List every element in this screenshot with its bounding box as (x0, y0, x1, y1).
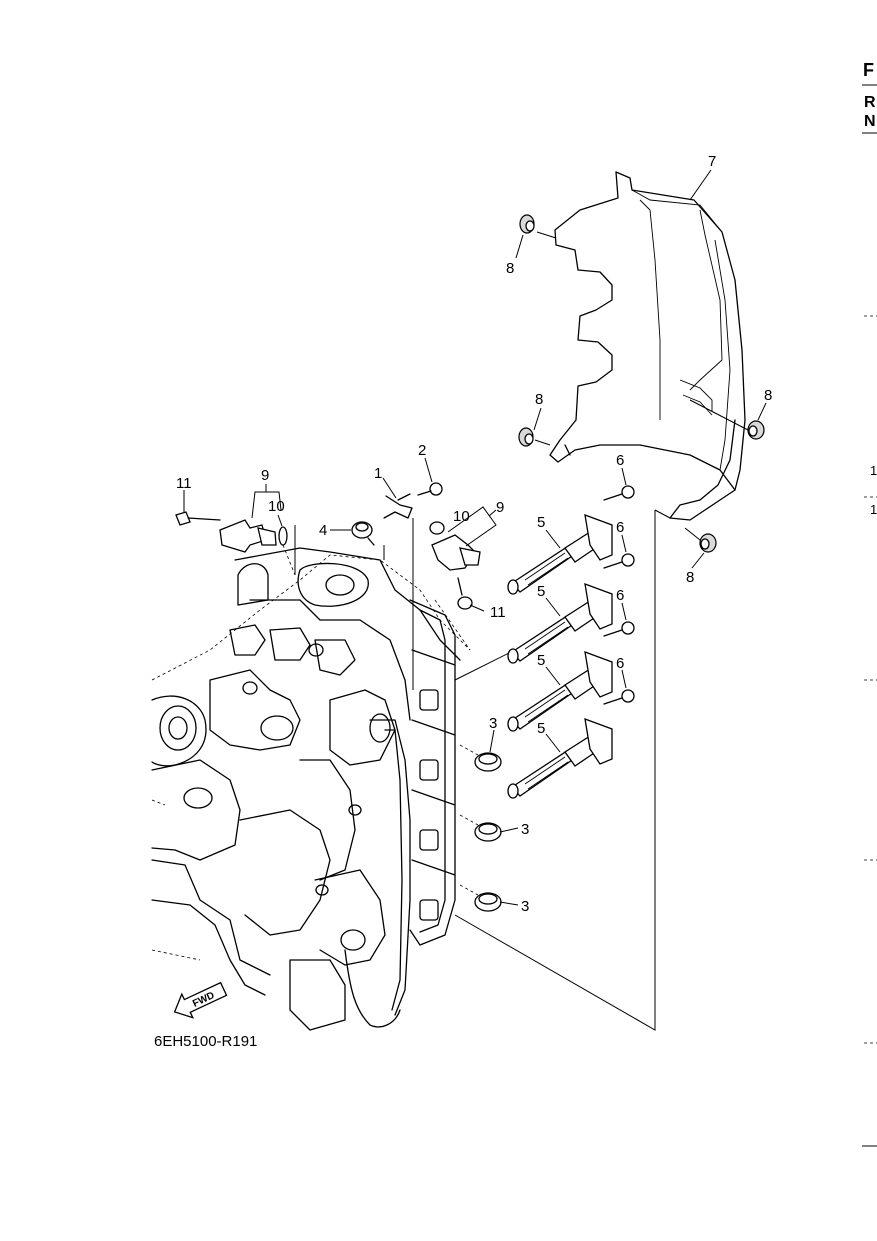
callout-leaders (183, 169, 767, 906)
clip-1 (383, 493, 413, 519)
callout-5-d: 5 (537, 720, 545, 737)
callout-1: 1 (374, 465, 382, 482)
bolt-6-c (603, 621, 635, 637)
bolt-6-d (603, 689, 635, 705)
edge-mark-1a: 1 (870, 463, 877, 478)
ignition-coils (507, 514, 613, 799)
bolt-6-a (603, 485, 635, 501)
clamp-4 (351, 521, 375, 546)
callout-5-c: 5 (537, 652, 545, 669)
sensor-left (219, 519, 296, 576)
callout-8-bottom: 8 (686, 569, 694, 586)
bolt-11-left (175, 511, 221, 526)
cover-plate (549, 171, 749, 521)
callout-10-right: 10 (453, 508, 470, 525)
drawing-code: 6EH5100-R191 (154, 1033, 257, 1050)
callout-11-right: 11 (490, 604, 506, 621)
clamp-3-a (459, 744, 502, 772)
callout-6-d: 6 (616, 655, 624, 672)
callout-4: 4 (319, 522, 327, 539)
ignition-coil-1 (507, 514, 613, 595)
edge-mark-1b: 1 (870, 502, 877, 517)
callout-numbers: 7 8 8 8 8 6 6 6 6 5 5 5 5 3 3 3 4 1 2 9 … (176, 153, 772, 915)
fwd-label: FWD (191, 990, 216, 1010)
grommet-top (519, 214, 557, 239)
callout-3-c: 3 (521, 898, 529, 915)
callout-6-c: 6 (616, 587, 624, 604)
callout-6-a: 6 (616, 452, 624, 469)
callout-5-b: 5 (537, 583, 545, 600)
bolt-6-b (603, 553, 635, 569)
ignition-coil-2 (507, 583, 613, 664)
callout-8-mid-right: 8 (764, 387, 772, 404)
grommets (518, 214, 765, 553)
engine-block (151, 547, 471, 1031)
clamps (459, 744, 502, 912)
callout-9-right: 9 (496, 499, 504, 516)
grommet-mid-right (747, 420, 765, 440)
fwd-arrow-icon: FWD (173, 981, 228, 1019)
grommet-mid-left (518, 427, 551, 447)
ignition-coil-4 (507, 718, 613, 799)
callout-8-mid-left: 8 (535, 391, 543, 408)
callout-10-left: 10 (268, 498, 285, 515)
callout-3-a: 3 (489, 715, 497, 732)
assembly-frame-lines (294, 509, 671, 1031)
ignition-coil-3 (507, 651, 613, 732)
callout-11-left: 11 (176, 475, 192, 492)
page-edge-markers: F R N 1 1 (862, 60, 877, 1147)
callout-5-a: 5 (537, 514, 545, 531)
callout-6-b: 6 (616, 519, 624, 536)
coil-bolts (603, 485, 635, 705)
clamp-3-c (459, 884, 502, 912)
edge-letter-f: F (863, 60, 874, 80)
bolt-11-right (457, 577, 473, 610)
callout-8-top: 8 (506, 260, 514, 277)
callout-3-b: 3 (521, 821, 529, 838)
callout-7: 7 (708, 153, 716, 170)
sensor-right (429, 521, 481, 571)
callout-9-left: 9 (261, 467, 269, 484)
grommet-bottom (684, 527, 717, 553)
edge-letter-n: N (864, 113, 876, 130)
edge-letter-r: R (864, 94, 876, 111)
screw-2 (417, 482, 443, 496)
clamp-3-b (459, 814, 502, 842)
callout-2: 2 (418, 442, 426, 459)
